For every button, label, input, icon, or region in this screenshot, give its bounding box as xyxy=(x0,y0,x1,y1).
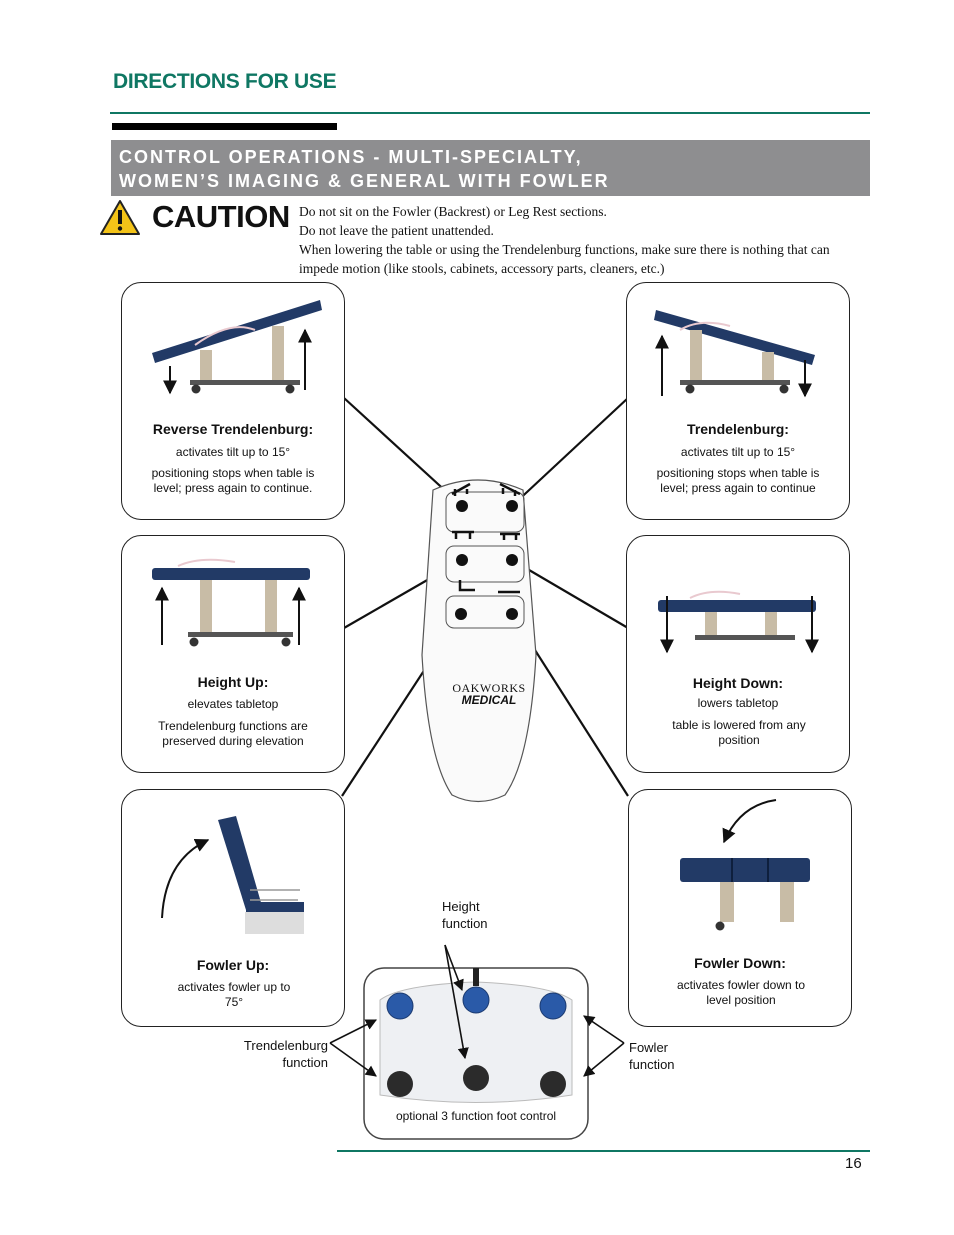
hand-remote xyxy=(421,479,537,803)
trendelenburg-box: Trendelenburg: activates tilt up to 15° … xyxy=(626,282,850,520)
header-rule xyxy=(110,112,870,114)
trendelenburg-line-1: activates tilt up to 15° xyxy=(680,445,796,459)
height-up-line-1: elevates tabletop xyxy=(187,697,279,711)
trendelenburg-title: Trendelenburg: xyxy=(687,421,789,437)
caution-title: CAUTION xyxy=(152,199,290,234)
section-banner: CONTROL OPERATIONS - MULTI-SPECIALTY, WO… xyxy=(111,140,870,196)
fowler-down-line-1: activates fowler down to level position xyxy=(676,978,806,1007)
foot-control-caption: optional 3 function foot control xyxy=(395,1109,557,1123)
caution-line-3: When lowering the table or using the Tre… xyxy=(299,242,830,276)
reverse-trendelenburg-title: Reverse Trendelenburg: xyxy=(152,421,314,437)
reverse-trendelenburg-box: Reverse Trendelenburg: activates tilt up… xyxy=(121,282,345,520)
trendelenburg-function-label: Trendelenburg function xyxy=(243,1038,328,1070)
fowler-up-title: Fowler Up: xyxy=(196,957,270,973)
page-number: 16 xyxy=(845,1155,862,1172)
caution-text: Do not sit on the Fowler (Backrest) or L… xyxy=(299,202,869,278)
banner-line-2: WOMEN’S IMAGING & GENERAL WITH FOWLER xyxy=(119,171,610,191)
height-function-label: Height function xyxy=(442,899,488,931)
caution-line-2: Do not leave the patient unattended. xyxy=(299,223,494,238)
reverse-trendelenburg-line-2: positioning stops when table is level; p… xyxy=(151,466,315,495)
fowler-up-box: Fowler Up: activates fowler up to 75° xyxy=(121,789,345,1027)
height-down-box: Height Down: lowers tabletop table is lo… xyxy=(626,535,850,773)
height-down-line-1: lowers tabletop xyxy=(697,696,779,710)
remote-brand-line-1: OAKWORKS xyxy=(452,681,526,695)
height-up-box: Height Up: elevates tabletop Trendelenbu… xyxy=(121,535,345,773)
foot-control-illustration xyxy=(329,944,625,1140)
reverse-trendelenburg-line-1: activates tilt up to 15° xyxy=(175,445,291,459)
caution-line-1: Do not sit on the Fowler (Backrest) or L… xyxy=(299,204,607,219)
fowler-down-box: Fowler Down: activates fowler down to le… xyxy=(628,789,852,1027)
height-up-title: Height Up: xyxy=(197,674,269,690)
footer-rule xyxy=(337,1150,870,1152)
fowler-up-line-1: activates fowler up to 75° xyxy=(177,980,291,1009)
height-up-line-2: Trendelenburg functions are preserved du… xyxy=(158,719,308,748)
header-black-bar xyxy=(112,123,337,130)
remote-brand-line-2: MEDICAL xyxy=(461,693,517,707)
height-down-line-2: table is lowered from any position xyxy=(672,718,806,747)
section-title: DIRECTIONS FOR USE xyxy=(113,70,337,93)
remote-brand: OAKWORKS MEDICAL xyxy=(443,681,535,707)
trendelenburg-line-2: positioning stops when table is level; p… xyxy=(656,466,820,495)
banner-line-1: CONTROL OPERATIONS - MULTI-SPECIALTY, xyxy=(119,147,583,167)
fowler-function-label: Fowler function xyxy=(629,1040,675,1072)
height-down-title: Height Down: xyxy=(692,675,784,691)
fowler-down-title: Fowler Down: xyxy=(694,955,786,971)
